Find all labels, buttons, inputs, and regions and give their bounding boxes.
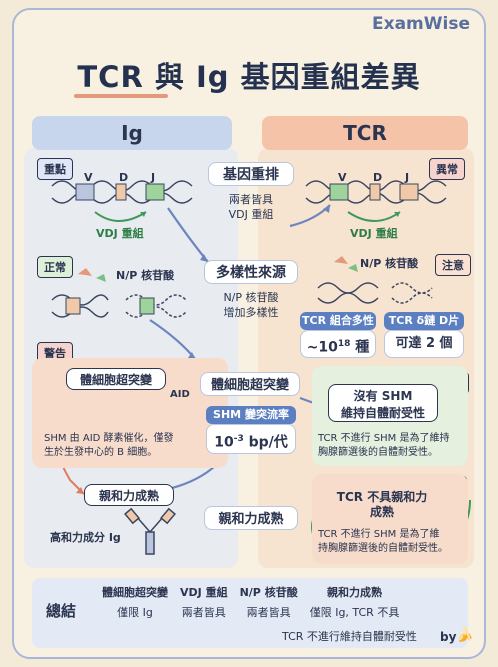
page-title: TCR 與 Ig 基因重組差異	[77, 60, 421, 94]
ig-j-label: J	[151, 171, 156, 184]
summary-label: 總結	[46, 602, 77, 620]
tcr-np-helix	[317, 256, 433, 304]
tcr-aff-body-2: 持胸腺篩選後的自體耐受性。	[318, 543, 448, 554]
tcr-v-label: V	[338, 171, 347, 184]
antibody-icon	[124, 507, 176, 555]
tcr-aff-body-1: TCR 不進行 SHM 是為了維	[318, 529, 440, 540]
tcr-combo-exp: 18	[337, 339, 351, 349]
ig-np-label: N/P 核苷酸	[116, 269, 175, 282]
tcr-combo-value-box: ~1018 種	[300, 330, 376, 358]
rearr-title: 基因重排	[223, 167, 279, 183]
ig-shm-body-2: 生於生發中心的 B 細胞。	[44, 447, 158, 458]
tcr-d-value: 可達 2 個	[395, 336, 453, 351]
div-body-1: N/P 核苷酸	[223, 291, 279, 304]
tcr-d-label: D	[373, 171, 383, 184]
summary-header-row: 體細胞超突變 VDJ 重組 N/P 核苷酸 親和力成熟	[96, 582, 405, 602]
tcr-shm-title-2: 維持自體耐受性	[340, 406, 425, 420]
shm-rate-label: SHM 變突流率	[206, 406, 296, 424]
signature: by	[440, 630, 457, 644]
tcr-combo-label: TCR 組合多性	[300, 312, 376, 330]
aff-title-box: 親和力成熟	[204, 506, 298, 530]
tcr-aff-title-2: 成熟	[369, 505, 394, 519]
ig-vdj-recomb: VDJ 重組	[96, 227, 144, 240]
shm-title-box: 體細胞超突變	[200, 372, 300, 396]
tcr-shm-title-box: 沒有 SHM 維持自體耐受性	[328, 384, 438, 422]
tcr-column-header: TCR	[262, 116, 468, 150]
ig-v-label: V	[84, 171, 93, 184]
summary-value-aff: 僅限 Ig, TCR 不具	[309, 606, 400, 619]
shm-rate-value: 10	[214, 434, 234, 451]
ig-shm-title: 體細胞超突變	[79, 373, 152, 387]
tcr-aff-body: TCR 不進行 SHM 是為了維 持胸腺篩選後的自體耐受性。	[318, 528, 466, 556]
summary-panel: 總結 體細胞超突變 VDJ 重組 N/P 核苷酸 親和力成熟 僅限 Ig 兩者皆…	[32, 578, 468, 648]
rearr-title-box: 基因重排	[208, 162, 294, 186]
ig-shm-body-1: SHM 由 AID 酵素催化，僅發	[44, 433, 174, 444]
shm-rate-exp: -3	[233, 434, 244, 444]
ig-aff-body: 高和力成分 Ig	[50, 531, 121, 544]
tag-important: 重點	[37, 158, 73, 180]
tcr-d-label: TCR δ鏈 D片段	[384, 312, 464, 345]
div-title-box: 多樣性來源	[204, 260, 298, 284]
summary-value-row: 僅限 Ig 兩者皆具 兩者皆具 僅限 Ig, TCR 不具	[96, 602, 405, 622]
rearr-body: 兩者皆具 VDJ 重組	[210, 192, 292, 222]
title-underline	[74, 94, 168, 98]
ig-dna-helix	[51, 180, 193, 222]
tcr-aff-title: TCR 不具親和力 成熟	[322, 490, 442, 520]
ig-aff-title-box: 親和力成熟	[84, 484, 174, 506]
tcr-shm-body-2: 胸腺篩選後的自體耐受性。	[318, 447, 438, 458]
tcr-shm-title-1: 沒有 SHM	[353, 389, 413, 403]
aid-label: AID	[170, 389, 190, 400]
tcr-np-label: N/P 核苷酸	[360, 257, 419, 270]
tcr-vdj-recomb: VDJ 重組	[350, 227, 398, 240]
rearr-body-1: 兩者皆具	[229, 193, 273, 206]
tcr-shm-body-1: TCR 不進行 SHM 是為了維持	[318, 433, 450, 444]
tcr-j-label: J	[405, 171, 410, 184]
rearr-body-2: VDJ 重組	[228, 208, 274, 221]
ig-d-label: D	[119, 171, 129, 184]
div-body: N/P 核苷酸 增加多樣性	[206, 290, 296, 320]
summary-header-aff: 親和力成熟	[327, 586, 383, 599]
banana-icon: 🍌	[456, 627, 474, 643]
brand-logo: ExamWise	[372, 14, 470, 34]
tcr-d-value-box: 可達 2 個	[384, 330, 464, 358]
summary-value-np: 兩者皆具	[246, 606, 291, 619]
tag-attention: 注意	[435, 254, 471, 276]
ig-column-header: Ig	[32, 116, 232, 150]
tag-normal: 正常	[37, 256, 73, 278]
summary-value-vdj: 兩者皆具	[181, 606, 226, 619]
ig-aff-title: 親和力成熟	[98, 489, 159, 503]
shm-rate-unit: bp/代	[243, 434, 288, 451]
tcr-combo-unit: 種	[350, 339, 370, 356]
shm-rate-value-box: 10-3 bp/代	[206, 424, 296, 454]
tcr-combo-value: ~10	[306, 339, 338, 356]
div-title: 多樣性來源	[216, 265, 286, 281]
ig-np-helix	[51, 268, 187, 318]
tcr-dna-helix	[305, 180, 447, 222]
tag-abnormal: 異常	[429, 158, 465, 180]
tcr-aff-panel	[312, 474, 468, 564]
tcr-shm-body: TCR 不進行 SHM 是為了維持 胸腺篩選後的自體耐受性。	[318, 432, 468, 460]
shm-title: 體細胞超突變	[210, 378, 289, 393]
div-body-2: 增加多樣性	[223, 306, 279, 319]
summary-header-np: N/P 核苷酸	[239, 586, 298, 599]
summary-table: 體細胞超突變 VDJ 重組 N/P 核苷酸 親和力成熟 僅限 Ig 兩者皆具 兩…	[96, 582, 405, 622]
summary-header-vdj: VDJ 重組	[180, 586, 228, 599]
aff-title: 親和力成熟	[218, 512, 284, 527]
ig-shm-body: SHM 由 AID 酵素催化，僅發 生於生發中心的 B 細胞。	[44, 432, 224, 460]
ig-shm-title-box: 體細胞超突變	[66, 368, 166, 390]
summary-note: TCR 不進行維持自體耐受性	[282, 630, 417, 643]
tcr-aff-title-1: TCR 不具親和力	[336, 490, 428, 504]
summary-header-shm: 體細胞超突變	[102, 586, 168, 599]
summary-value-shm: 僅限 Ig	[117, 606, 153, 619]
